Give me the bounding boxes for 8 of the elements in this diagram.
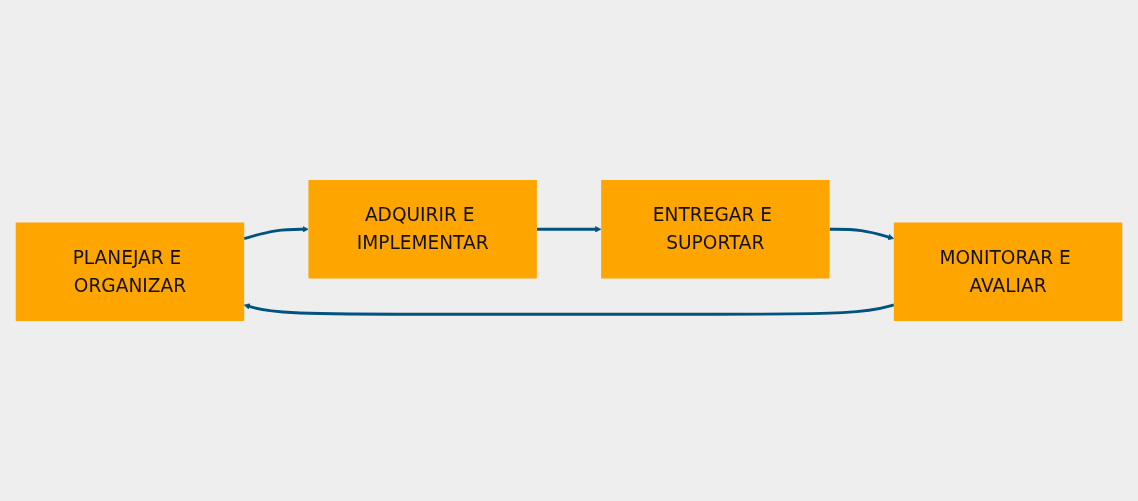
arrow bbox=[536, 226, 602, 233]
node-box: ADQUIRIR E IMPLEMENTAR bbox=[308, 180, 537, 279]
node-box: MONITORAR E AVALIAR bbox=[893, 222, 1123, 321]
arrow bbox=[829, 227, 895, 240]
arrow bbox=[243, 303, 895, 316]
node-box: PLANEJAR E ORGANIZAR bbox=[15, 222, 245, 321]
node-box: ENTREGAR E SUPORTAR bbox=[601, 180, 830, 279]
arrow bbox=[243, 226, 309, 240]
